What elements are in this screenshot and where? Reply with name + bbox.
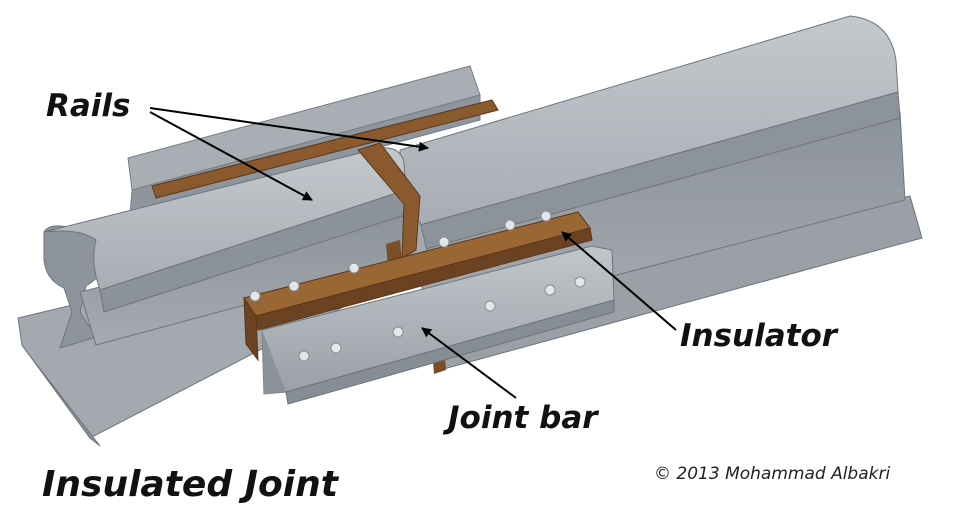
copyright-notice: © 2013 Mohammad Albakri bbox=[654, 464, 891, 484]
back-bolts bbox=[249, 210, 552, 302]
arrow-joint-bar bbox=[421, 327, 517, 399]
rails-label: Rails bbox=[46, 88, 131, 124]
arrow-insulator bbox=[561, 231, 677, 331]
left-rail bbox=[17, 147, 431, 447]
front-insulator-plate bbox=[243, 211, 593, 362]
insulator-label: Insulator bbox=[680, 318, 838, 354]
arrow-rails-right bbox=[149, 107, 429, 152]
joint-bar-bolts bbox=[298, 276, 586, 362]
back-insulator-strip bbox=[151, 99, 499, 199]
joint-bar-label: Joint bar bbox=[448, 400, 598, 436]
callout-arrows bbox=[149, 107, 677, 399]
joint-bar bbox=[261, 245, 615, 405]
arrow-rails-left bbox=[149, 111, 313, 201]
diagram-title: Insulated Joint bbox=[42, 464, 338, 505]
